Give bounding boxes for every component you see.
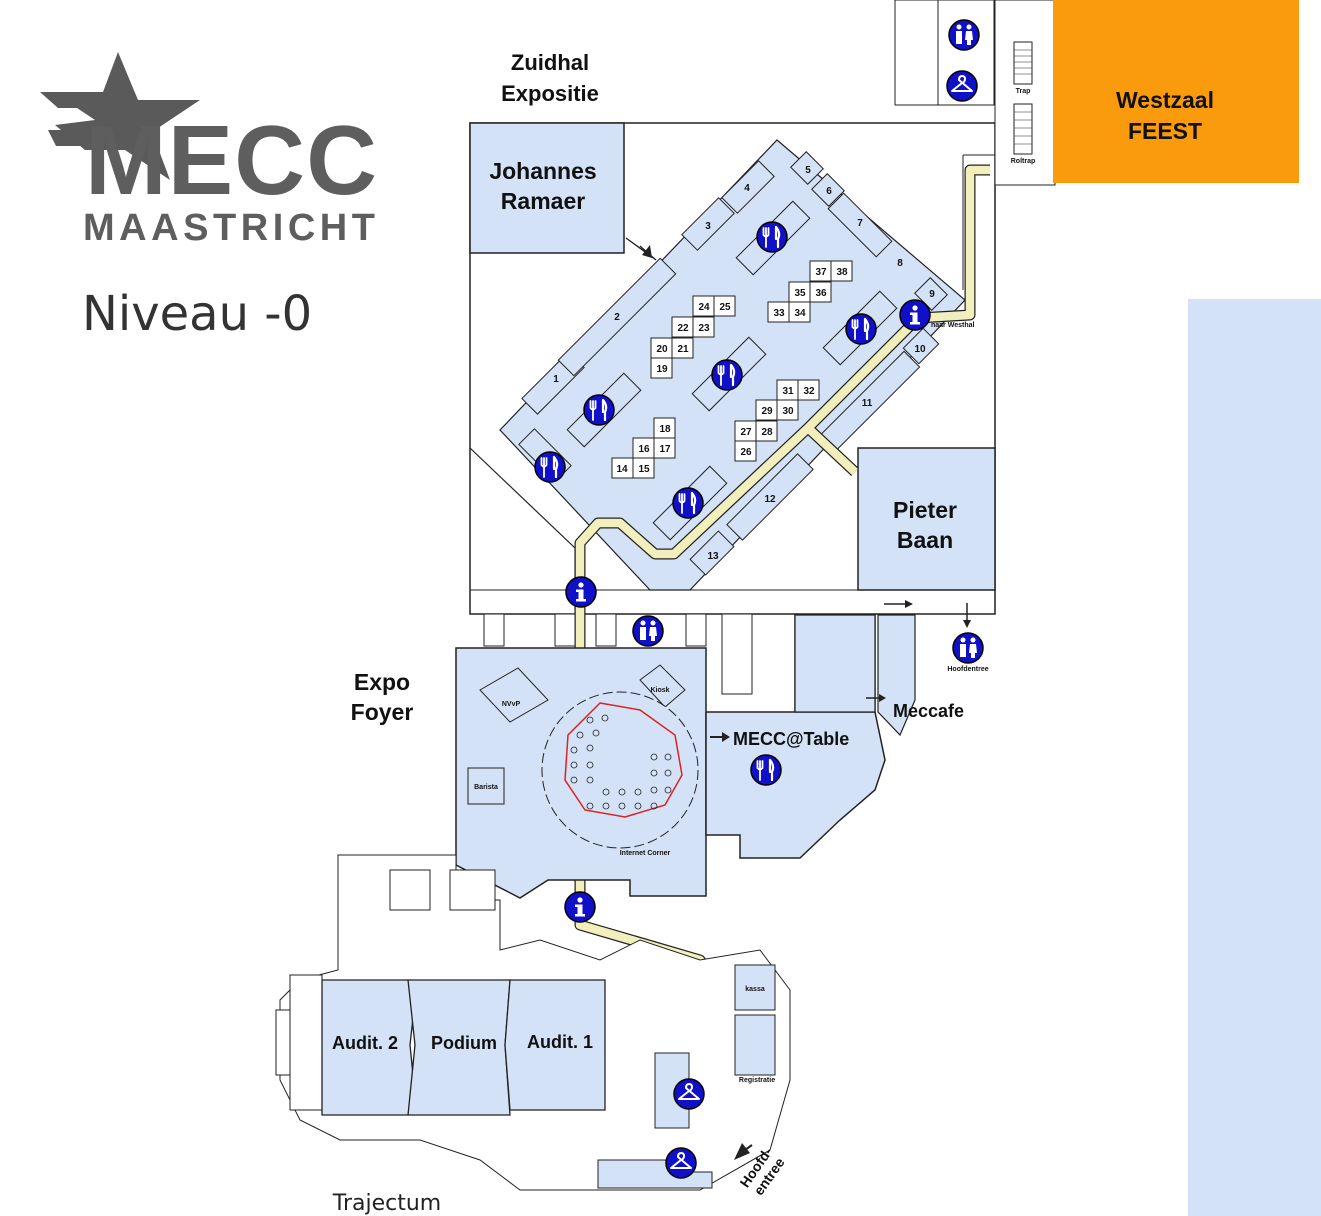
stand-22[interactable]: 22: [677, 323, 689, 334]
info-icon[interactable]: [565, 576, 597, 608]
expo-label-1: Expo: [354, 669, 410, 695]
westzaal-label-2: FEEST: [1128, 118, 1202, 144]
cutlery-icon: [844, 312, 878, 346]
toilet-icon: [948, 19, 980, 51]
stand-12[interactable]: 12: [764, 494, 776, 505]
trap-label: Trap: [1016, 88, 1031, 95]
cutlery-icon: [533, 450, 567, 484]
logo-brand: MECC: [85, 105, 375, 215]
stand-17[interactable]: 17: [659, 444, 671, 455]
nvvp-label: NVvP: [502, 701, 521, 708]
johannes-label-1: Johannes: [489, 158, 596, 184]
toilet-icon: [632, 615, 664, 647]
stand-30[interactable]: 30: [782, 406, 794, 417]
stand-3[interactable]: 3: [705, 221, 711, 232]
side-panel: [1188, 299, 1321, 1216]
stand-7[interactable]: 7: [857, 218, 863, 229]
podium-label: Podium: [431, 1033, 497, 1053]
stand-27[interactable]: 27: [740, 427, 752, 438]
internet-corner-label: Internet Corner: [620, 850, 671, 857]
coat-hanger-icon: [946, 70, 978, 102]
audit1-label: Audit. 1: [527, 1032, 593, 1052]
stand-2[interactable]: 2: [614, 312, 620, 323]
cutlery-icon: [749, 753, 783, 787]
hall-westzaal[interactable]: [1053, 0, 1299, 183]
pieter-label-2: Baan: [897, 527, 953, 553]
stand-16[interactable]: 16: [638, 444, 650, 455]
zuidhal-label-1: Zuidhal: [511, 50, 589, 75]
stand-4[interactable]: 4: [744, 183, 750, 194]
hall-johannes-ramaer[interactable]: [469, 122, 625, 254]
coat-hanger-icon: [665, 1147, 697, 1179]
stand-8[interactable]: 8: [897, 258, 903, 269]
mecc-table-label: MECC@Table: [733, 729, 849, 749]
stand-31[interactable]: 31: [782, 386, 794, 397]
stand-35[interactable]: 35: [794, 288, 806, 299]
stand-37[interactable]: 37: [815, 267, 827, 278]
stand-11[interactable]: 11: [862, 398, 873, 409]
stand-6[interactable]: 6: [826, 186, 832, 197]
stand-36[interactable]: 36: [815, 288, 827, 299]
naar-westhal-label: naar Westhal: [931, 322, 974, 329]
stand-20[interactable]: 20: [656, 344, 668, 355]
meccafe-area[interactable]: [877, 614, 916, 737]
mecc-logo: MECC MAASTRICHT: [40, 52, 377, 249]
audit2-label: Audit. 2: [332, 1033, 398, 1053]
stand-24[interactable]: 24: [698, 302, 710, 313]
logo-city: MAASTRICHT: [83, 207, 375, 249]
kiosk-label: Kiosk: [650, 687, 669, 694]
stand-34[interactable]: 34: [794, 308, 806, 319]
stand-21[interactable]: 21: [677, 344, 689, 355]
stand-26[interactable]: 26: [740, 447, 752, 458]
expo-label-2: Foyer: [351, 699, 414, 725]
stand-14[interactable]: 14: [616, 464, 628, 475]
stand-15[interactable]: 15: [638, 464, 650, 475]
cutlery-icon: [582, 393, 616, 427]
trajectum-label: Trajectum: [332, 1191, 441, 1216]
zuidhal-label-2: Expositie: [501, 81, 599, 106]
coat-hanger-icon: [673, 1078, 705, 1110]
stand-18[interactable]: 18: [659, 424, 671, 435]
registratie-label: Registratie: [739, 1077, 775, 1084]
stand-28[interactable]: 28: [761, 427, 773, 438]
cutlery-icon: [710, 358, 744, 392]
hall-audit-1[interactable]: [504, 979, 606, 1111]
stand-5[interactable]: 5: [805, 165, 811, 176]
stand-29[interactable]: 29: [761, 406, 773, 417]
level-title: Niveau -0: [82, 286, 312, 342]
star-icon: [55, 52, 200, 180]
stand-23[interactable]: 23: [698, 323, 710, 334]
roltrap-label: Roltrap: [1011, 158, 1036, 165]
cutlery-icon: [755, 220, 789, 254]
info-icon[interactable]: [564, 891, 596, 923]
stand-19[interactable]: 19: [656, 364, 668, 375]
barista-label: Barista: [474, 784, 498, 791]
stand-1[interactable]: 1: [553, 374, 559, 385]
stand-33[interactable]: 33: [773, 308, 785, 319]
stand-32[interactable]: 32: [803, 386, 815, 397]
hoofdentree-small-label: Hoofdentree: [947, 666, 988, 673]
stand-9[interactable]: 9: [929, 289, 935, 300]
pieter-label-1: Pieter: [893, 497, 957, 523]
cutlery-icon: [671, 486, 705, 520]
stand-25[interactable]: 25: [719, 302, 731, 313]
stand-10[interactable]: 10: [914, 344, 926, 355]
stand-13[interactable]: 13: [707, 551, 719, 562]
johannes-label-2: Ramaer: [501, 188, 585, 214]
westzaal-label-1: Westzaal: [1116, 87, 1214, 113]
info-icon[interactable]: [899, 299, 931, 331]
meccafe-label: Meccafe: [893, 701, 964, 721]
hall-pieter-baan[interactable]: [857, 447, 996, 591]
kassa-label: kassa: [745, 986, 765, 993]
stand-38[interactable]: 38: [836, 267, 848, 278]
toilet-icon: [952, 632, 984, 664]
